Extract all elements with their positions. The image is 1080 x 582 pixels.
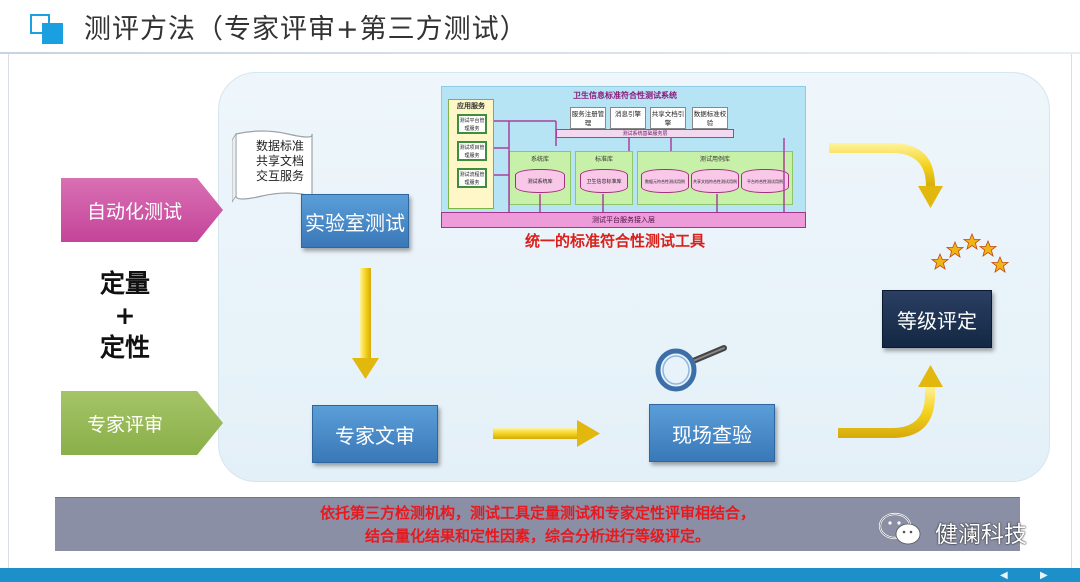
prev-slide-button[interactable]: ◀	[1000, 570, 1008, 581]
app-service-label: 应用服务	[457, 102, 485, 110]
case-lib-db: 共享文档符合性测试用例	[691, 169, 739, 193]
summary-banner	[55, 497, 1020, 551]
site-check-box: 现场查验	[649, 404, 775, 462]
service-module: 共享文档引擎	[650, 107, 686, 129]
header-logo-fill	[42, 23, 63, 44]
app-service-item: 测试流程管理服务	[457, 168, 487, 188]
doc-line: 交互服务	[255, 169, 304, 183]
system-lib-label: 系统库	[530, 156, 549, 163]
summary-line-1: 依托第三方检测机构，测试工具定量测试和专家定性评审相结合，	[319, 504, 755, 522]
plus-text: +	[114, 301, 136, 330]
header-divider	[0, 52, 1080, 54]
doc-line: 数据标准	[255, 139, 304, 153]
service-module: 服务注册管理	[570, 107, 606, 129]
summary-line-2: 结合量化结果和定性因素，综合分析进行等级评定。	[364, 527, 710, 545]
case-lib-db: 数据元符合性测试用例	[641, 169, 689, 193]
service-module: 消息引擎	[610, 107, 646, 129]
platform-connectors	[494, 120, 785, 212]
access-layer-bar: 测试平台服务接入层	[441, 212, 806, 228]
case-lib-label: 测试用例库	[699, 156, 730, 163]
watermark-text: 健澜科技	[935, 522, 1027, 548]
expert-review-tag: 专家评审	[61, 391, 223, 455]
tool-caption: 统一的标准符合性测试工具	[525, 232, 706, 250]
page-title: 测评方法（专家评审+第三方测试）	[84, 14, 528, 45]
quant-qual-label: 定量 + 定性	[95, 268, 155, 364]
standard-lib-db: 卫生信息标准库	[580, 169, 628, 193]
test-system-title: 卫生信息标准符合性测试系统	[573, 91, 677, 100]
case-lib-db: 平台符合性测试用例	[741, 169, 789, 193]
doc-review-box: 专家文审	[312, 405, 438, 463]
app-service-item: 测试项目管理服务	[457, 141, 487, 161]
next-slide-button[interactable]: ▶	[1040, 570, 1048, 581]
qual-text: 定性	[99, 333, 150, 362]
service-module: 数据标准校验	[692, 107, 728, 129]
footer-bar	[0, 568, 1080, 582]
document-text: 数据标准 共享文档 交互服务	[244, 139, 316, 184]
quant-text: 定量	[99, 269, 150, 298]
document-icon	[232, 130, 313, 203]
slide-frame	[8, 54, 1072, 576]
auto-test-tag: 自动化测试	[61, 178, 223, 242]
wechat-icon	[878, 512, 921, 545]
doc-line: 共享文档	[255, 154, 304, 168]
app-service-item: 测试平台管理服务	[457, 114, 487, 134]
grading-box: 等级评定	[882, 290, 992, 348]
stars-icon	[931, 233, 1009, 273]
magnifier-icon	[655, 345, 727, 392]
lab-test-box: 实验室测试	[301, 194, 409, 248]
system-lib-db: 测试系统库	[515, 169, 565, 193]
standard-lib-label: 标准库	[594, 156, 613, 163]
